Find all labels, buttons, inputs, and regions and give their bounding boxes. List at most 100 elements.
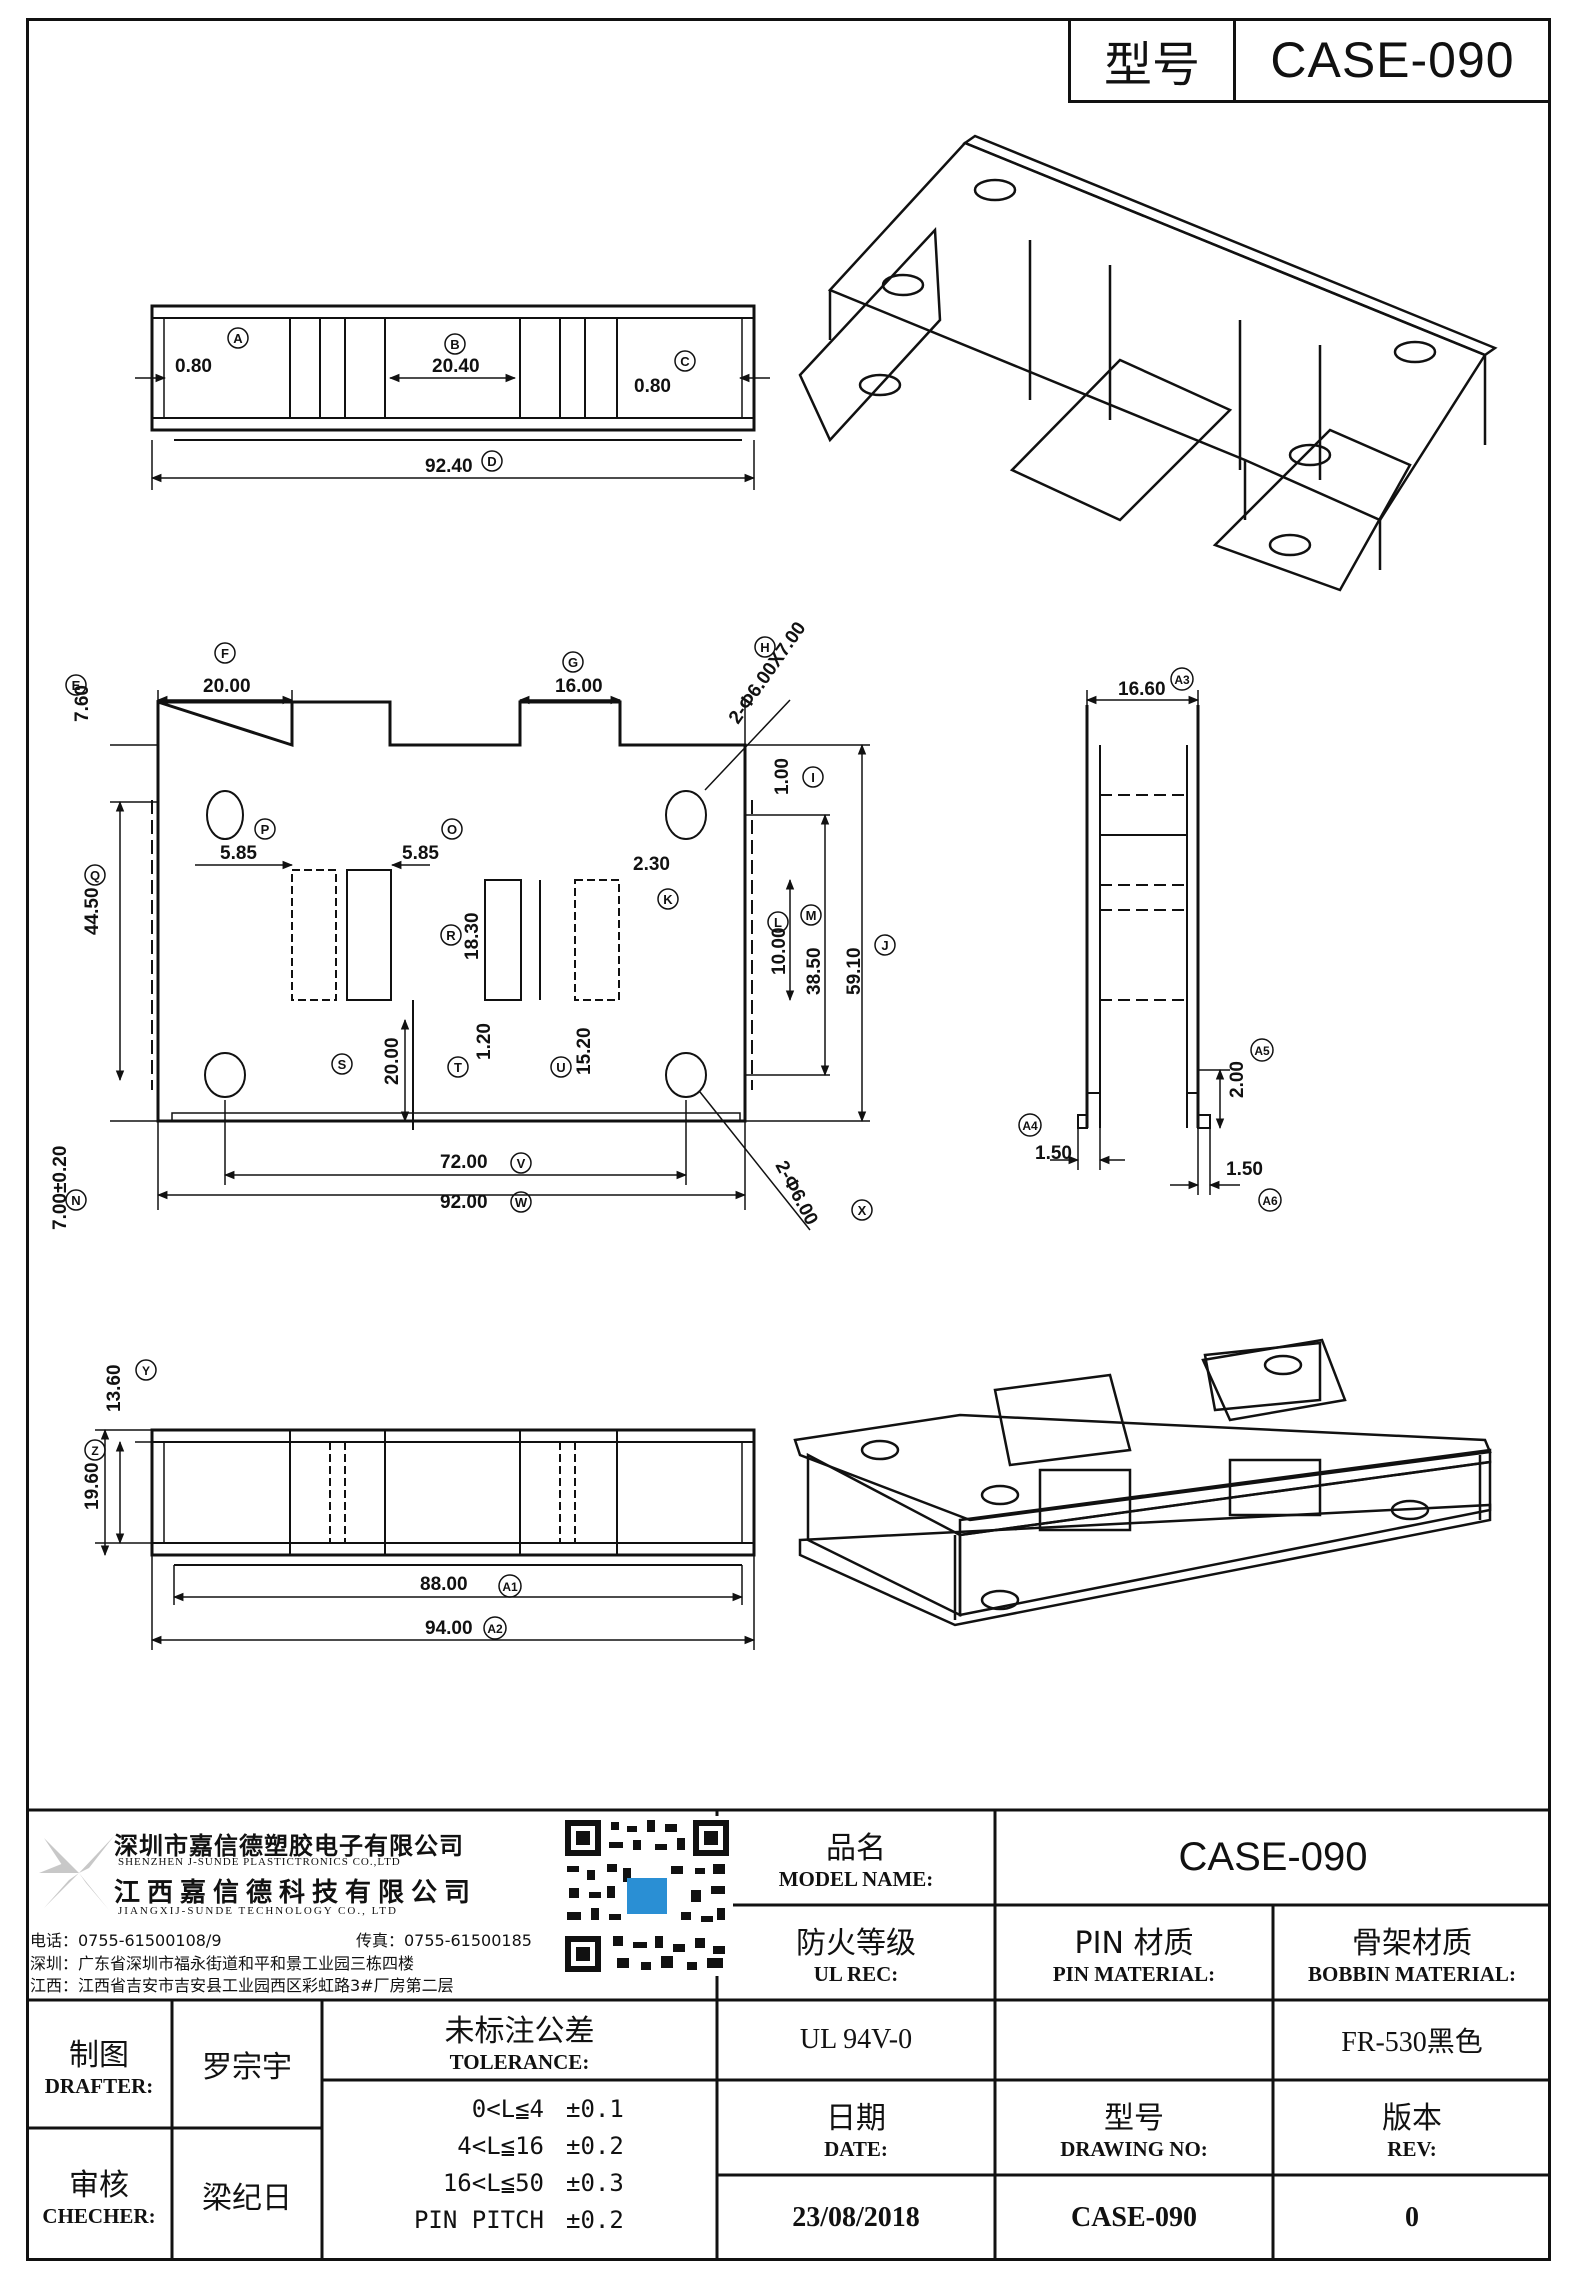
model-name-value: CASE-090 (1178, 1835, 1368, 1879)
drawing-frame (26, 18, 1551, 2261)
engineering-drawing: 0.80 20.40 0.80 92.40 A B C D (50, 134, 1498, 1650)
marker-p: P (261, 822, 270, 837)
marker-t: T (454, 1060, 462, 1075)
dim-f: 20.00 (203, 676, 251, 697)
ul-rec-cell: 防火等级 UL REC: (717, 1905, 995, 2000)
marker-h: H (760, 640, 769, 655)
company-logo-icon (39, 1836, 114, 1910)
drafter-name: 罗宗宇 (202, 2050, 292, 2085)
dim-a2: 94.00 (425, 1618, 473, 1639)
isometric-view-top (798, 134, 1498, 592)
marker-a2: A2 (487, 1622, 503, 1636)
pin-material-label-en: PIN MATERIAL: (1052, 1962, 1216, 1986)
dim-a: 0.80 (175, 356, 212, 377)
dim-m: 38.50 (804, 947, 825, 995)
marker-x: X (858, 1203, 867, 1218)
marker-w: W (515, 1195, 528, 1210)
marker-a1: A1 (502, 1580, 518, 1594)
marker-o: O (447, 822, 457, 837)
tolerance-value-2: ±0.2 (566, 2132, 624, 2160)
drawing-no-cell: 型号 DRAWING NO: (995, 2080, 1273, 2175)
marker-n: N (71, 1193, 80, 1208)
date-value: 23/08/2018 (792, 2202, 920, 2233)
ul-rec-label-en: UL REC: (813, 1962, 899, 1986)
dim-a5: 2.00 (1227, 1061, 1248, 1098)
marker-c: C (680, 354, 690, 369)
dim-w: 92.00 (440, 1192, 488, 1213)
marker-a: A (233, 331, 243, 346)
plan-view (110, 690, 870, 1231)
marker-g: G (568, 655, 578, 670)
marker-z: Z (91, 1444, 98, 1458)
dim-x: 2-Φ6.00 (771, 1157, 822, 1228)
tolerance-value-1: ±0.1 (566, 2095, 624, 2123)
model-name-label-en: MODEL NAME: (778, 1867, 934, 1891)
marker-k: K (663, 892, 673, 907)
isometric-view-bottom (793, 1338, 1492, 1627)
pin-material-label-cn: PIN 材质 (1074, 1926, 1194, 1961)
marker-r: R (446, 928, 456, 943)
marker-a5: A5 (1254, 1044, 1270, 1058)
company-address-sz: 深圳：广东省深圳市福永街道和平和景工业园三栋四楼 (30, 1954, 415, 1973)
date-label-cn: 日期 (826, 2101, 886, 2136)
model-header-label: 型号 (1071, 20, 1236, 100)
marker-a4: A4 (1022, 1119, 1038, 1133)
marker-f: F (221, 646, 229, 661)
marker-v: V (517, 1156, 526, 1171)
dim-a6: 1.50 (1226, 1159, 1263, 1180)
dim-k: 2.30 (633, 854, 670, 875)
marker-a6: A6 (1262, 1194, 1278, 1208)
tolerance-label-cn: 未标注公差 (444, 2013, 595, 2049)
company-name-cn-2: 江西嘉信德科技有限公司 (114, 1878, 478, 1908)
company-name-en-1: SHENZHEN J-SUNDE PLASTICTRONICS CO.,LTD (118, 1856, 401, 1868)
marker-m: M (806, 908, 817, 923)
model-name-cell: 品名 MODEL NAME: (717, 1810, 995, 1905)
tolerance-value-4: ±0.2 (566, 2206, 624, 2234)
marker-q: Q (90, 868, 100, 883)
dim-a3: 16.60 (1118, 679, 1166, 700)
pin-material-cell: PIN 材质 PIN MATERIAL: (995, 1905, 1273, 2000)
company-address-jx: 江西：江西省吉安市吉安县工业园西区彩虹路3#厂房第二层 (30, 1976, 454, 1995)
bobbin-material-value: FR-530黑色 (1341, 2027, 1483, 2058)
dim-q: 44.50 (82, 887, 103, 935)
dim-b: 20.40 (432, 356, 480, 377)
marker-i: I (811, 770, 815, 785)
dim-a1: 88.00 (420, 1574, 468, 1595)
marker-d: D (487, 454, 496, 469)
tolerance-range-1: 0<L≦4 (471, 2095, 544, 2123)
drawing-no-label-cn: 型号 (1104, 2101, 1164, 2136)
title-block: 深圳市嘉信德塑胶电子有限公司 SHENZHEN J-SUNDE PLASTICT… (26, 1810, 1551, 2261)
dim-j: 59.10 (844, 947, 865, 995)
marker-y: Y (142, 1364, 150, 1378)
pin-material-value (995, 2000, 1273, 2080)
date-cell: 日期 DATE: (717, 2080, 995, 2175)
rev-label-cn: 版本 (1382, 2101, 1442, 2136)
marker-e: E (72, 678, 81, 693)
tolerance-label-en: TOLERANCE: (449, 2049, 590, 2074)
tolerance-header-cell: 未标注公差 TOLERANCE: (322, 2000, 717, 2080)
qr-code-icon (561, 1816, 733, 1976)
model-name-label-cn: 品名 (826, 1831, 886, 1866)
front-view (95, 1428, 756, 1650)
dim-r: 18.30 (462, 912, 483, 960)
rev-value: 0 (1405, 2202, 1419, 2233)
checker-label-en: CHECHER: (42, 2204, 156, 2228)
dim-g: 16.00 (555, 676, 603, 697)
top-view (135, 304, 770, 490)
tolerance-range-3: 16<L≦50 (442, 2169, 544, 2197)
checker-cell: 审核 CHECHER: (26, 2128, 172, 2261)
tolerance-value-3: ±0.3 (566, 2169, 624, 2197)
dim-t: 1.20 (474, 1023, 495, 1060)
drafter-label-en: DRAFTER: (44, 2073, 154, 2098)
tolerance-range-2: 4<L≦16 (457, 2132, 544, 2160)
dim-l: 10.00 (769, 927, 790, 975)
company-phone: 电话：0755-61500108/9 (30, 1931, 222, 1950)
ul-rec-label-cn: 防火等级 (796, 1926, 916, 1961)
side-view (1050, 690, 1240, 1195)
tolerance-range-4: PIN PITCH (413, 2206, 544, 2234)
dim-z: 19.60 (82, 1462, 103, 1510)
dim-a4: 1.50 (1035, 1143, 1072, 1164)
marker-l: L (774, 915, 782, 930)
dim-u: 15.20 (574, 1027, 595, 1075)
bobbin-material-cell: 骨架材质 BOBBIN MATERIAL: (1273, 1905, 1551, 2000)
